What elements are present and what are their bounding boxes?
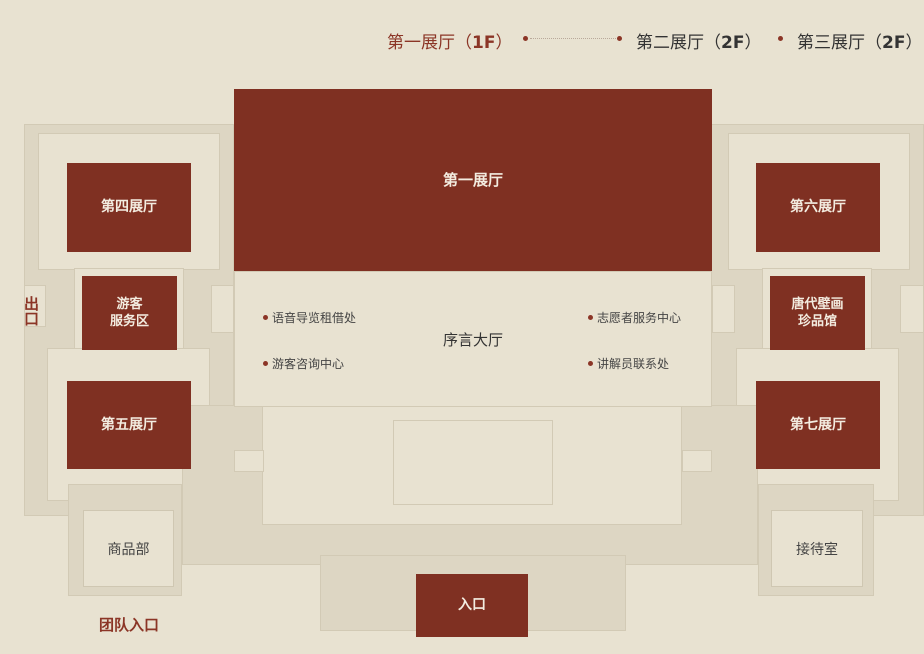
service-label: 语音导览租借处 [272,311,357,325]
service-dot [263,361,268,366]
tab-label: 第三展厅 [797,33,865,53]
room-label: 序言大厅 [442,330,503,349]
tab-label: 第一展厅 [387,33,455,53]
tab-floor: 1F [472,33,496,53]
floor-tab-2[interactable]: 第二展厅（2F） [636,33,762,53]
service-audio-guide[interactable]: 语音导览租借处 [263,309,356,326]
visitor-service-area[interactable]: 游客服务区 [82,276,177,350]
preface-hall[interactable]: 序言大厅 [234,271,712,407]
timeline-dot [617,36,622,41]
tang-mural-gallery[interactable]: 唐代壁画珍品馆 [770,276,865,350]
service-label: 志愿者服务中心 [597,311,682,325]
hall-1[interactable]: 第一展厅 [234,89,712,271]
exit-label: 出口 [22,296,40,326]
room-label: 唐代壁画 [791,297,844,312]
room-label: 第七展厅 [790,416,846,433]
service-dot [588,315,593,320]
right-inner-door [712,285,735,333]
service-dot [263,315,268,320]
service-visitor-info[interactable]: 游客咨询中心 [263,355,344,372]
exit-door [24,285,46,327]
central-step [393,420,553,505]
room-label: 第四展厅 [101,199,157,215]
tab-label: 第二展厅 [636,33,704,53]
right-pillar [682,450,712,472]
service-label: 游客咨询中心 [272,357,345,371]
left-door [211,285,234,333]
floor-tab-3[interactable]: 第三展厅（2F） [797,33,923,53]
service-volunteer[interactable]: 志愿者服务中心 [588,309,681,326]
tab-floor: 2F [882,33,906,53]
right-door [900,285,924,333]
room-label: 接待室 [796,541,838,558]
service-guide-contact[interactable]: 讲解员联系处 [588,355,669,372]
left-pillar [234,450,264,472]
hall-6[interactable]: 第六展厅 [756,163,880,252]
room-label: 珍品馆 [797,314,837,329]
hall-7[interactable]: 第七展厅 [756,381,880,469]
room-label: 商品部 [107,541,150,558]
room-label: 第五展厅 [101,416,157,433]
timeline-dot [778,36,783,41]
reception-room[interactable]: 接待室 [771,510,863,587]
room-label: 第一展厅 [442,170,503,189]
service-dot [588,361,593,366]
tab-floor: 2F [721,33,745,53]
service-label: 讲解员联系处 [597,357,670,371]
room-label: 服务区 [109,314,149,329]
room-label: 游客 [116,297,143,312]
floor-tab-1[interactable]: 第一展厅（1F） [387,33,513,53]
timeline-line [530,38,618,39]
room-label: 入口 [458,597,486,613]
group-entrance-label: 团队入口 [99,616,160,634]
timeline-dot [523,36,528,41]
shop[interactable]: 商品部 [83,510,174,587]
hall-4[interactable]: 第四展厅 [67,163,191,252]
room-label: 第六展厅 [790,199,846,215]
entrance[interactable]: 入口 [416,574,528,637]
hall-5[interactable]: 第五展厅 [67,381,191,469]
